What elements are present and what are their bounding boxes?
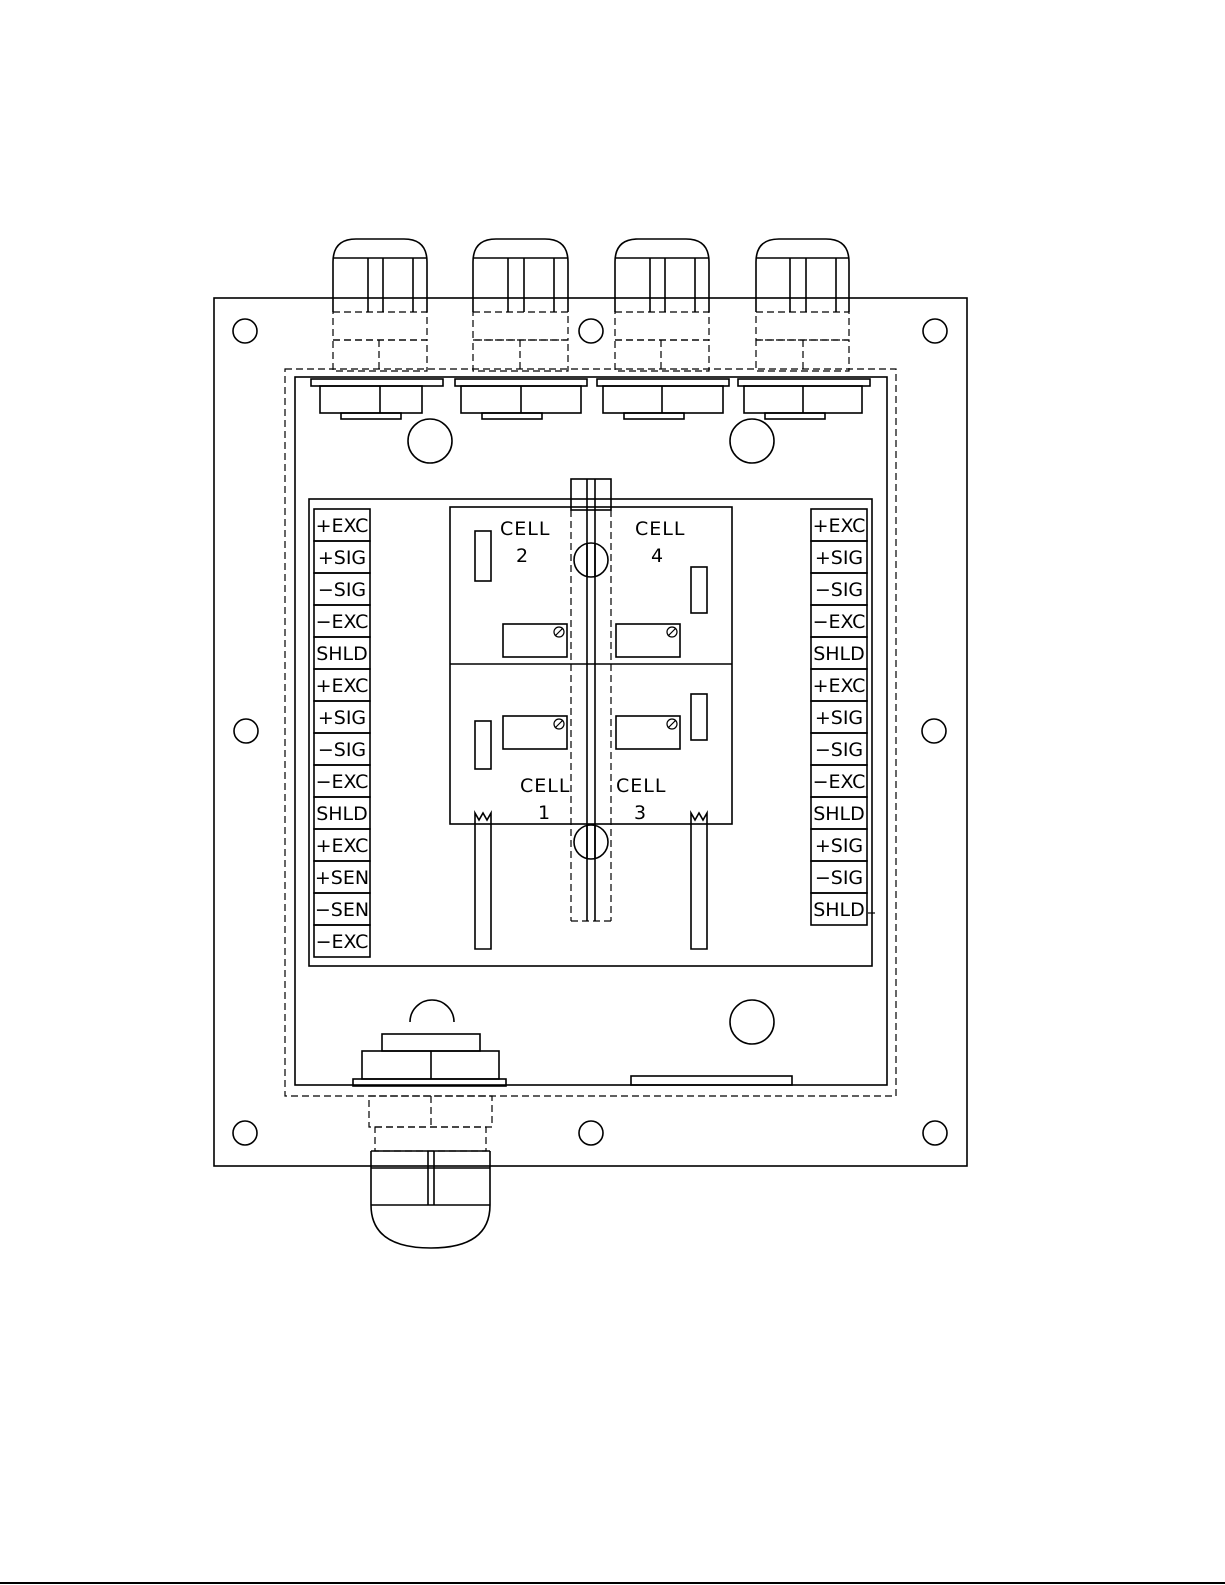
terminal-label: −EXC <box>813 611 866 633</box>
cell-labels: CELL 2 CELL 4 CELL 1 CELL 3 <box>500 518 685 824</box>
cable-strap <box>691 813 707 949</box>
terminal-label: +EXC <box>316 515 369 537</box>
left-terminal-strip: +EXC +SIG −SIG −EXC SHLD +EXC +SIG −SIG −EXC SHLD… <box>314 509 370 957</box>
bottom-cable-gland <box>353 1034 506 1248</box>
cell-4-number: 4 <box>651 545 664 567</box>
mounting-hole <box>923 1121 947 1145</box>
mounting-hole <box>234 719 258 743</box>
top-cable-glands <box>311 239 870 419</box>
terminal-label: −SIG <box>815 739 863 761</box>
terminal-label: +EXC <box>813 515 866 537</box>
terminal-label: SHLD <box>316 643 368 665</box>
mounting-hole <box>579 319 603 343</box>
mounting-hole <box>579 1121 603 1145</box>
cell-module-frame <box>450 507 732 824</box>
mounting-hole <box>233 319 257 343</box>
cable-gland <box>738 239 870 419</box>
mounting-holes <box>233 319 947 1145</box>
trim-pot <box>503 624 567 657</box>
terminal-label: SHLD <box>316 803 368 825</box>
rail-screw <box>574 825 608 859</box>
terminal-label: SHLD <box>813 643 865 665</box>
terminal-label: −EXC <box>316 611 369 633</box>
pc-board <box>309 499 872 966</box>
mounting-hole <box>923 319 947 343</box>
rail-screw <box>574 543 608 577</box>
mounting-hole <box>922 719 946 743</box>
terminal-label: SHLD <box>813 803 865 825</box>
knockout-hole <box>730 419 774 463</box>
trim-pot <box>503 716 567 749</box>
cell-1-number: 1 <box>538 802 551 824</box>
mounting-hole <box>233 1121 257 1145</box>
cell-components <box>475 531 707 769</box>
terminal-label: −SIG <box>318 579 366 601</box>
cell-2-label: CELL <box>500 518 550 540</box>
terminal-label: +EXC <box>813 675 866 697</box>
terminal-label: SHLD <box>813 899 865 921</box>
terminal-label: −EXC <box>316 771 369 793</box>
terminal-label: +SIG <box>815 707 863 729</box>
terminal-label: +SIG <box>318 547 366 569</box>
terminal-label: +EXC <box>316 835 369 857</box>
bottom-label-plate <box>631 1076 792 1085</box>
terminal-label: −EXC <box>316 931 369 953</box>
center-rail <box>571 479 611 510</box>
terminal-label: +SEN <box>315 867 369 889</box>
knockout-hole <box>730 1000 774 1044</box>
resistor <box>475 531 491 581</box>
terminal-label: +EXC <box>316 675 369 697</box>
cell-3-label: CELL <box>616 775 666 797</box>
resistor <box>691 694 707 740</box>
right-terminal-strip: +EXC +SIG −SIG −EXC SHLD +EXC +SIG −SIG −EXC SHLD… <box>811 509 867 925</box>
terminal-label: +SIG <box>318 707 366 729</box>
terminal-label: +SIG <box>815 835 863 857</box>
cell-3-number: 3 <box>634 802 647 824</box>
knockout-hole <box>410 1000 454 1022</box>
terminal-label: −SIG <box>815 867 863 889</box>
cable-gland <box>455 239 587 419</box>
inner-cover <box>295 377 887 1085</box>
terminal-label: −SIG <box>318 739 366 761</box>
cell-1-label: CELL <box>520 775 570 797</box>
page-bottom-rule <box>0 1582 1225 1584</box>
enclosure-plate <box>214 298 967 1166</box>
cable-gland <box>311 239 443 419</box>
cable-strap <box>475 813 491 949</box>
terminal-label: −EXC <box>813 771 866 793</box>
cell-2-number: 2 <box>516 545 529 567</box>
terminal-label: +SIG <box>815 547 863 569</box>
trim-pot <box>616 624 680 657</box>
resistor <box>691 567 707 613</box>
resistor <box>475 721 491 769</box>
terminal-label: −SIG <box>815 579 863 601</box>
knockout-hole <box>408 419 452 463</box>
terminal-label: −SEN <box>315 899 369 921</box>
cable-gland <box>597 239 729 419</box>
cell-4-label: CELL <box>635 518 685 540</box>
trim-pot <box>616 716 680 749</box>
gasket-outline <box>285 369 896 1096</box>
